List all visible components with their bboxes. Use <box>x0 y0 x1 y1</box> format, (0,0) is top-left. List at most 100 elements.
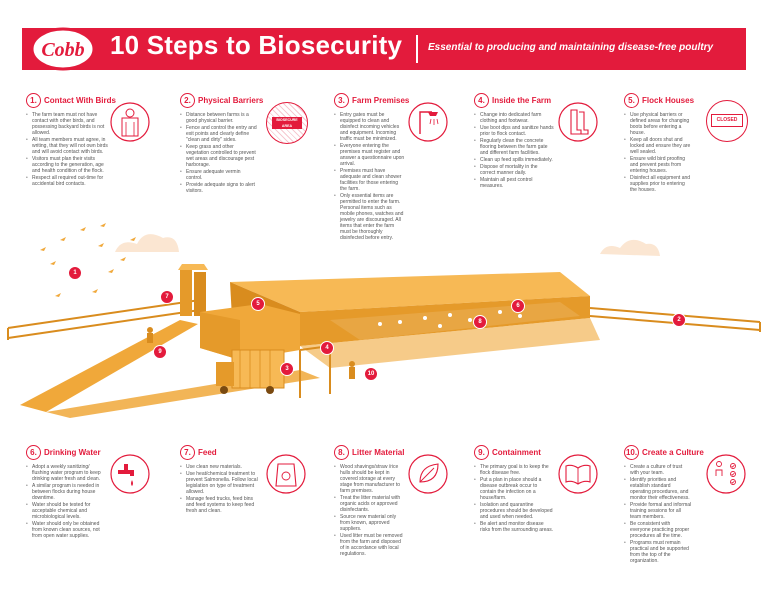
step-title: Containment <box>492 447 541 457</box>
step-title: Contact With Birds <box>44 95 116 105</box>
bullet: Only essential items are permitted to en… <box>334 193 406 241</box>
bullet: Identify priorities and establish standa… <box>624 477 692 501</box>
biosecure-area-sign-icon: BIOSECURE AREA <box>266 102 308 144</box>
bullet: Wood shavings/straw /rice hulls should b… <box>334 464 406 494</box>
bullet: Water should be tested for acceptable ch… <box>26 502 106 520</box>
bullet: Source new material only from known, app… <box>334 514 406 532</box>
step-2: 2.Physical Barriers Distance between far… <box>180 92 320 195</box>
step-10: 10.Create a Culture Create a culture of … <box>624 444 764 565</box>
bullet: A similar program is needed in between f… <box>26 483 106 501</box>
step-title: Drinking Water <box>44 447 101 457</box>
bullet: Isolation and quarantine procedures shou… <box>474 502 554 520</box>
bullet: Use boot dips and sanitize hands prior t… <box>474 125 554 137</box>
water-tap-icon <box>110 454 150 494</box>
header-divider <box>416 35 418 63</box>
page-subtitle: Essential to producing and maintaining d… <box>428 42 714 53</box>
bullet: Dispose of mortality in the correct mann… <box>474 164 554 176</box>
step-number: 2. <box>180 92 195 108</box>
closed-sign-icon: CLOSED <box>706 100 748 142</box>
bullet: Regularly clean the concrete flooring be… <box>474 138 554 156</box>
scene-marker-6: 6 <box>511 299 525 313</box>
leaf-icon <box>408 454 448 494</box>
scene-marker-5: 5 <box>251 297 265 311</box>
biosecure-sign-text: BIOSECURE AREA <box>272 117 302 129</box>
scene-marker-1: 1 <box>68 266 82 280</box>
header-banner <box>22 28 746 70</box>
feed-bag-icon <box>266 454 306 494</box>
page-title: 10 Steps to Biosecurity <box>110 30 403 60</box>
step-title: Inside the Farm <box>492 95 552 105</box>
step-1: 1.Contact With Birds The farm team must … <box>26 92 166 188</box>
cobb-logo: Cobb <box>30 27 96 71</box>
bullet: Provide formal and informal training ses… <box>624 502 692 520</box>
bullet: All team members must agree, in writing,… <box>26 137 108 155</box>
bullet: Clean up feed spills immediately. <box>474 157 554 163</box>
step-number: 8. <box>334 444 349 460</box>
bullet: Premises must have adequate and clean sh… <box>334 168 406 192</box>
bullet: Put a plan in place should a disease out… <box>474 477 554 501</box>
bullet: Respect all required out-time for accide… <box>26 175 108 187</box>
bullet: Change into dedicated farm clothing and … <box>474 112 554 124</box>
shower-icon <box>408 102 448 142</box>
scene-marker-7: 7 <box>160 290 174 304</box>
bullet: Use clean new materials. <box>180 464 260 470</box>
bullet: Treat the litter material with organic a… <box>334 495 406 513</box>
step-3: 3.Farm Premises Entry gates must be equi… <box>334 92 474 242</box>
scene-marker-8: 8 <box>473 315 487 329</box>
bullet: Water should only be obtained from known… <box>26 521 106 539</box>
bullet: Everyone entering the premises must regi… <box>334 143 406 167</box>
bullet: The primary goal is to keep the flock di… <box>474 464 554 476</box>
bullet: Fence and control the entry and exit poi… <box>180 125 258 143</box>
scene-marker-9: 9 <box>153 345 167 359</box>
step-title: Feed <box>198 447 217 457</box>
bullet: Distance between farms is a good physica… <box>180 112 258 124</box>
bullet: Be consistent with everyone practicing p… <box>624 521 692 539</box>
bullet: Manage feed trucks, feed bins and feed s… <box>180 496 260 514</box>
bullet: Ensure adequate vermin control. <box>180 169 258 181</box>
step-title: Farm Premises <box>352 95 410 105</box>
book-icon <box>558 454 598 494</box>
logo-text: Cobb <box>41 39 84 61</box>
bullet: Keep grass and other vegetation controll… <box>180 144 258 168</box>
bullet: Keep all doors shut and locked and ensur… <box>624 137 692 155</box>
step-title: Create a Culture <box>642 447 704 457</box>
bullet: Adopt a weekly sanitizing/ flushing wate… <box>26 464 106 482</box>
step-9: 9.Containment The primary goal is to kee… <box>474 444 614 534</box>
step-6: 6.Drinking Water Adopt a weekly sanitizi… <box>26 444 166 540</box>
bullet: Maintain all pest control measures. <box>474 177 554 189</box>
closed-sign-text: CLOSED <box>711 114 743 127</box>
step-title: Flock Houses <box>642 95 695 105</box>
step-4: 4.Inside the Farm Change into dedicated … <box>474 92 614 190</box>
bullet: Disinfect all equipment and supplies pri… <box>624 175 692 193</box>
bullet: Visitors must plan their visits accordin… <box>26 156 108 174</box>
farm-illustration <box>7 223 761 418</box>
bullet: Use heat/chemical treatment to prevent S… <box>180 471 260 495</box>
bullet: Be alert and monitor disease risks from … <box>474 521 554 533</box>
step-number: 10. <box>624 444 639 460</box>
scene-marker-4: 4 <box>320 341 334 355</box>
bullet: Provide adequate signs to alert visitors… <box>180 182 258 194</box>
step-number: 1. <box>26 92 41 108</box>
bullet: Used litter must be removed from the far… <box>334 533 406 557</box>
bullet: Use physical barriers or defined areas f… <box>624 112 692 136</box>
step-number: 7. <box>180 444 195 460</box>
bullet: Create a culture of trust with your team… <box>624 464 692 476</box>
step-7: 7.Feed Use clean new materials. Use heat… <box>180 444 320 515</box>
step-5: 5.Flock Houses Use physical barriers or … <box>624 92 764 194</box>
step-number: 3. <box>334 92 349 108</box>
boots-icon <box>558 102 598 142</box>
step-number: 4. <box>474 92 489 108</box>
step-title: Physical Barriers <box>198 95 264 105</box>
bullet: The farm team must not have contact with… <box>26 112 108 136</box>
biosecure-gate-icon <box>110 102 150 142</box>
checklist-icon <box>706 454 746 494</box>
step-title: Litter Material <box>352 447 405 457</box>
bullet: Entry gates must be equipped to clean an… <box>334 112 406 142</box>
bullet: Ensure wild bird proofing and prevent pe… <box>624 156 692 174</box>
bullet: Programs must remain practical and be su… <box>624 540 692 564</box>
step-number: 5. <box>624 92 639 108</box>
step-8: 8.Litter Material Wood shavings/straw /r… <box>334 444 474 558</box>
step-number: 9. <box>474 444 489 460</box>
scene-marker-2: 2 <box>672 313 686 327</box>
step-number: 6. <box>26 444 41 460</box>
